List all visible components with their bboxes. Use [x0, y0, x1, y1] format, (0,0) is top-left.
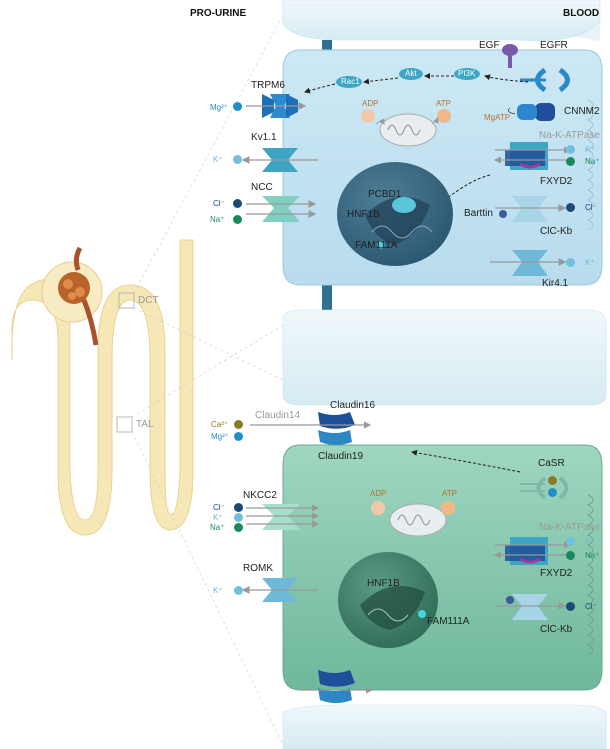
kir41-label: Kir4.1 [542, 278, 569, 289]
ion-na-tal-blood: Na⁺ [585, 551, 600, 560]
middle-cell [282, 309, 607, 406]
adp-label-dct: ADP [362, 99, 379, 108]
egfr-label: EGFR [540, 40, 568, 51]
ion-mg-dct: Mg²⁺ [210, 103, 228, 112]
ion-ca-tal: Ca²⁺ [211, 420, 229, 429]
ion-k-kir-blood-dot [566, 258, 575, 267]
ion-na-dct-dot [233, 215, 242, 224]
nak-atpase-dct [493, 142, 572, 170]
casr-label: CaSR [538, 458, 565, 469]
ion-cl-dct-dot [233, 199, 242, 208]
ion-k-romk-dot [234, 586, 243, 595]
ion-k-dct-blood-dot [566, 145, 575, 154]
ion-k-kir-blood: K⁺ [585, 258, 595, 267]
kv11-channel [241, 148, 318, 172]
ion-k-dct-dot [233, 155, 242, 164]
clckb-label-tal: ClC-Kb [540, 624, 573, 635]
cnnm2-label: CNNM2 [564, 106, 600, 117]
trpm6-channel [246, 94, 307, 118]
atp-label-dct: ATP [436, 99, 451, 108]
hnf1b-label-tal: HNF1B [367, 578, 400, 589]
nak-atpase-label-dct: Na-K-ATPase [539, 130, 600, 141]
ion-cl-tal-blood-dot [566, 602, 575, 611]
akt-label: Akt [405, 69, 417, 78]
ion-na-dct-blood-dot [566, 157, 575, 166]
fam111a-label-dct: FAM111A [355, 240, 398, 251]
dct-segment-label: DCT [138, 295, 159, 306]
claudin16-label: Claudin16 [330, 400, 376, 411]
ion-mg-dct-dot [233, 102, 242, 111]
ion-na-tal-blood-dot [566, 551, 575, 560]
nephron-illustration [11, 14, 284, 746]
ion-ca-casr-dot [548, 476, 557, 485]
nucleus-dct [337, 162, 453, 266]
romk-channel [241, 578, 318, 602]
romk-label: ROMK [243, 563, 273, 574]
pcbd1-label: PCBD1 [368, 189, 402, 200]
rac1-label: Rac1 [341, 77, 360, 86]
egf-egfr-signaling [304, 44, 570, 94]
kir41-channel [490, 250, 567, 276]
dct-cell [282, 49, 603, 286]
ion-cl-tal: Cl⁻ [213, 503, 225, 512]
ion-k-tal-blood: K⁺ [585, 537, 595, 546]
pi3k-label: PI3K [458, 69, 476, 78]
tal-segment-label: TAL [136, 419, 154, 430]
adp-label-tal: ADP [370, 489, 387, 498]
fxyd2-label-tal: FXYD2 [540, 568, 573, 579]
ncc-label: NCC [251, 182, 273, 193]
atp-label-tal: ATP [442, 489, 457, 498]
ion-mg-tal-dot [234, 432, 243, 441]
fxyd2-label-dct: FXYD2 [540, 176, 573, 187]
nak-atpase-tal [493, 537, 572, 565]
kv11-label: Kv1.1 [251, 132, 277, 143]
ion-cl-dct-blood: Cl⁻ [585, 203, 597, 212]
fam111a-label-tal: FAM111A [427, 616, 470, 627]
clckb-channel-tal [495, 594, 567, 620]
claudin19-label: Claudin19 [318, 451, 364, 462]
claudin-bottom [300, 670, 374, 703]
barttin-label: Barttin [464, 208, 493, 219]
mitochondrion-tal [371, 501, 455, 537]
nucleus-tal [338, 552, 438, 648]
cnnm2-transporter [507, 103, 555, 121]
claudin-complex [250, 412, 521, 473]
ion-cl-tal-dot [234, 503, 243, 512]
clckb-label-dct: ClC-Kb [540, 226, 573, 237]
blood-header: BLOOD [563, 8, 600, 19]
ion-k-tal-blood-dot [566, 537, 575, 546]
ion-na-tal-dot [234, 523, 243, 532]
mgatp-label: MgATP [484, 113, 511, 122]
bottom-cell [282, 704, 607, 749]
hnf1b-label-dct: HNF1B [347, 209, 380, 220]
top-cell [282, 0, 601, 42]
ion-mg-casr-dot [548, 488, 557, 497]
ion-k-romk: K⁺ [213, 586, 223, 595]
nkcc2-label: NKCC2 [243, 490, 277, 501]
mitochondrion-dct [361, 109, 451, 147]
ncc-transporter [246, 196, 317, 222]
pro-urine-header: PRO-URINE [190, 8, 247, 19]
ion-na-dct: Na⁺ [210, 215, 225, 224]
claudin14-label: Claudin14 [255, 410, 301, 421]
egf-label: EGF [479, 40, 500, 51]
ion-na-tal: Na⁺ [210, 523, 225, 532]
nkcc2-transporter [246, 504, 320, 530]
ion-k-tal: K⁺ [213, 513, 223, 522]
casr-receptor [520, 476, 569, 500]
nak-atpase-label-tal: Na-K-ATPase [539, 522, 600, 533]
ion-na-dct-blood: Na⁺ [585, 157, 600, 166]
ion-cl-tal-blood: Cl⁻ [585, 602, 597, 611]
ion-cl-dct: Cl⁻ [213, 199, 225, 208]
ion-k-tal-dot [234, 513, 243, 522]
ion-k-dct: K⁺ [213, 155, 223, 164]
ion-k-dct-blood: K⁺ [585, 145, 595, 154]
ion-ca-tal-dot [234, 420, 243, 429]
ion-mg-tal: Mg²⁺ [211, 432, 229, 441]
trpm6-label: TRPM6 [251, 80, 285, 91]
ion-cl-dct-blood-dot [566, 203, 575, 212]
